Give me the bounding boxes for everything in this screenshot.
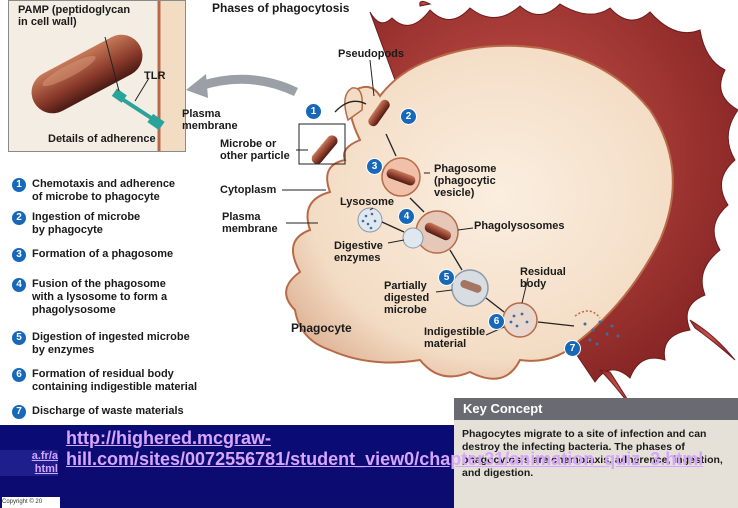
plasma-membrane-label: Plasma membrane: [222, 211, 278, 235]
step-item: 2 Ingestion of microbe by phagocyte: [12, 211, 140, 237]
step-number: 4: [12, 278, 26, 292]
diagram-step-2: 2: [400, 108, 417, 125]
step-text: Ingestion of microbe by phagocyte: [32, 211, 140, 237]
step-number: 1: [12, 178, 26, 192]
step-number: 5: [12, 331, 26, 345]
step-number: 6: [12, 368, 26, 382]
cytoplasm-label: Cytoplasm: [220, 184, 276, 196]
step-item: 6 Formation of residual body containing …: [12, 368, 197, 394]
partially-digested-label: Partially digested microbe: [384, 280, 429, 316]
step-text: Discharge of waste materials: [32, 405, 184, 418]
step-item: 3 Formation of a phagosome: [12, 248, 173, 262]
step-text: Chemotaxis and adherence of microbe to p…: [32, 178, 175, 204]
step-number: 2: [12, 211, 26, 225]
copyright-notice: Copyright © 20: [2, 497, 60, 508]
partial-link[interactable]: a.fr/a html: [0, 450, 58, 476]
step-number: 7: [12, 405, 26, 419]
diagram-step-6: 6: [488, 313, 505, 330]
pamp-label: PAMP (peptidoglycan in cell wall): [18, 4, 130, 28]
diagram-step-4: 4: [398, 208, 415, 225]
diagram-step-3: 3: [366, 158, 383, 175]
step-text: Digestion of ingested microbe by enzymes: [32, 331, 190, 357]
phagocyte-label: Phagocyte: [291, 322, 352, 334]
diagram-step-7: 7: [564, 340, 581, 357]
residual-body-label: Residual body: [520, 266, 566, 290]
diagram-step-1: 1: [305, 103, 322, 120]
step-item: 4 Fusion of the phagosome with a lysosom…: [12, 278, 167, 317]
plasma-membrane-inset-label: Plasma membrane: [182, 108, 238, 132]
phagosome-label: Phagosome (phagocytic vesicle): [434, 163, 496, 199]
key-concept-heading: Key Concept: [454, 398, 738, 420]
lysosome-label: Lysosome: [340, 196, 394, 208]
animation-quiz-link[interactable]: http://highered.mcgraw-hill.com/sites/00…: [66, 428, 430, 470]
indigestible-label: Indigestible material: [424, 326, 485, 350]
phagolysosomes-label: Phagolysosomes: [474, 220, 564, 232]
diagram-step-5: 5: [438, 269, 455, 286]
pseudopods-label: Pseudopods: [338, 48, 404, 60]
digestive-enzymes-label: Digestive enzymes: [334, 240, 383, 264]
step-item: 7 Discharge of waste materials: [12, 405, 184, 419]
step-text: Formation of residual body containing in…: [32, 368, 197, 394]
step-item: 5 Digestion of ingested microbe by enzym…: [12, 331, 190, 357]
residual-body: [503, 303, 537, 337]
inset-caption: Details of adherence: [48, 133, 156, 145]
tlr-label: TLR: [144, 70, 165, 82]
step-text: Formation of a phagosome: [32, 248, 173, 261]
step-number: 3: [12, 248, 26, 262]
microbe-label: Microbe or other particle: [220, 138, 290, 162]
figure-title: Phases of phagocytosis: [212, 2, 349, 14]
step-text: Fusion of the phagosome with a lysosome …: [32, 278, 167, 317]
step-item: 1 Chemotaxis and adherence of microbe to…: [12, 178, 175, 204]
